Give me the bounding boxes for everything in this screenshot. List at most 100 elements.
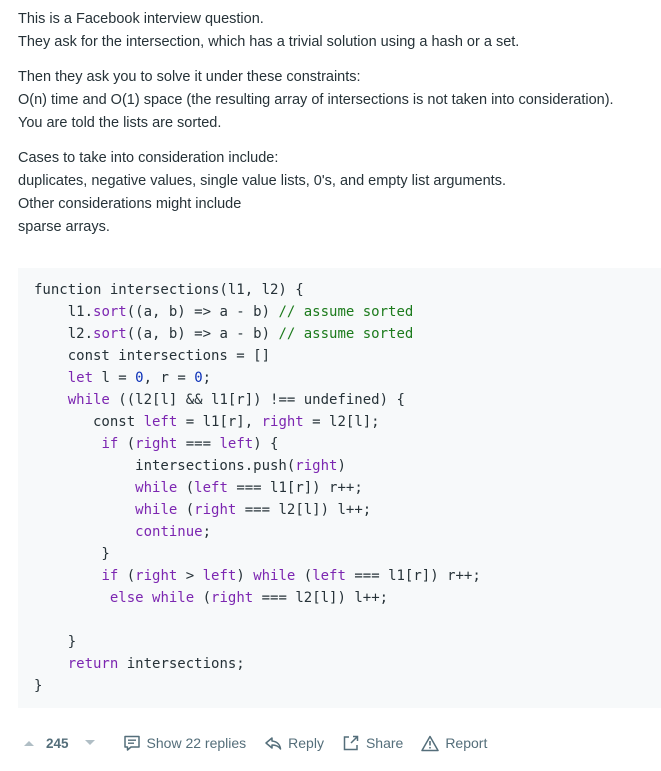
post-body: This is a Facebook interview question. Th… [18, 8, 658, 251]
code-keyword: left [143, 414, 178, 430]
code-token: === [177, 436, 220, 452]
code-keyword: right [135, 436, 178, 452]
report-button[interactable]: Report [421, 735, 487, 752]
post-paragraph: Then they ask you to solve it under thes… [18, 66, 658, 135]
code-keyword: while [135, 502, 178, 518]
code-token: ((a, b) => a - b) [126, 326, 279, 342]
code-number: 0 [135, 370, 144, 386]
code-token: > [177, 568, 203, 584]
share-label: Share [365, 735, 404, 751]
share-button[interactable]: Share [342, 734, 403, 752]
code-token: ( [177, 502, 195, 518]
code-keyword: while [152, 590, 195, 606]
code-line: } [34, 631, 481, 653]
code-keyword: right [194, 502, 237, 518]
code-token: ( [118, 436, 136, 452]
share-icon [343, 735, 359, 751]
code-token [34, 524, 135, 540]
code-token: = l2[l]; [303, 414, 380, 430]
upvote-button[interactable] [18, 732, 40, 754]
code-keyword: while [67, 392, 110, 408]
code-line: const left = l1[r], right = l2[l]; [34, 411, 481, 433]
post-text-line: Other considerations might include [18, 196, 242, 212]
code-line: if (right === left) { [34, 433, 481, 455]
code-keyword: left [194, 480, 228, 496]
report-label: Report [445, 735, 488, 751]
post-text-line: O(n) time and O(1) space (the resulting … [18, 92, 614, 108]
reply-button[interactable]: Reply [264, 735, 324, 751]
code-line: while ((l2[l] && l1[r]) !== undefined) { [34, 389, 481, 411]
code-keyword: left [312, 568, 346, 584]
code-keyword: if [101, 436, 119, 452]
code-line: intersections.push(right) [34, 455, 481, 477]
warning-icon [421, 735, 440, 751]
code-block: function intersections(l1, l2) { l1.sort… [18, 268, 661, 708]
code-keyword: left [219, 436, 254, 452]
code-token: ; [202, 370, 212, 386]
code-token: } [34, 678, 43, 694]
code-line [34, 609, 481, 631]
code-keyword: if [101, 568, 119, 584]
code-token [34, 480, 135, 496]
show-replies-label: Show 22 replies [146, 735, 247, 751]
code-token: ) [236, 568, 254, 584]
code-keyword: right [295, 458, 338, 474]
code-lines: function intersections(l1, l2) { l1.sort… [34, 279, 481, 697]
post-paragraph: This is a Facebook interview question. Th… [18, 8, 658, 54]
code-keyword: else [109, 590, 144, 606]
code-keyword: left [202, 568, 237, 584]
code-line: } [34, 543, 481, 565]
code-keyword: right [261, 414, 304, 430]
reply-arrow-icon [265, 737, 282, 750]
code-token: const [34, 414, 144, 430]
code-token: l1. [34, 304, 94, 320]
code-line: if (right > left) while (left === l1[r])… [34, 565, 481, 587]
code-token: } [34, 546, 110, 562]
code-line: else while (right === l2[l]) l++; [34, 587, 481, 609]
comment-footer: 245 Show 22 replies Reply Share Report [18, 728, 658, 758]
post-text-line: They ask for the intersection, which has… [18, 34, 520, 50]
caret-down-icon [84, 740, 95, 745]
code-token [34, 370, 68, 386]
code-token: === l1[r]) r++; [345, 568, 481, 584]
code-token: ((l2[l] && l1[r]) !== undefined) { [109, 392, 405, 408]
code-token [34, 590, 110, 606]
code-token [34, 392, 68, 408]
code-comment: // assume sorted [278, 326, 414, 342]
downvote-button[interactable] [79, 732, 101, 754]
code-token [144, 590, 152, 606]
post-text-line: Then they ask you to solve it under thes… [18, 69, 361, 85]
code-keyword: let [67, 370, 94, 386]
code-token: , r = [143, 370, 195, 386]
code-token: ( [194, 590, 212, 606]
code-line: while (left === l1[r]) r++; [34, 477, 481, 499]
code-keyword: continue [135, 524, 203, 540]
code-token: intersections.push( [34, 458, 296, 474]
code-line: return intersections; [34, 653, 481, 675]
code-line: continue; [34, 521, 481, 543]
code-comment: // assume sorted [278, 304, 414, 320]
code-token [34, 436, 101, 452]
code-token: l = [93, 370, 136, 386]
code-token: === l2[l]) l++; [236, 502, 372, 518]
show-replies-button[interactable]: Show 22 replies [123, 734, 247, 752]
code-token: ) [337, 458, 346, 474]
code-token: ( [295, 568, 313, 584]
code-token [34, 568, 101, 584]
code-keyword: sort [93, 326, 127, 342]
post-text-line: This is a Facebook interview question. [18, 11, 264, 27]
code-token: } [34, 634, 77, 650]
code-token: ( [118, 568, 136, 584]
code-token: l2. [34, 326, 94, 342]
code-line: l1.sort((a, b) => a - b) // assume sorte… [34, 301, 481, 323]
code-token: function intersections(l1, l2) { [34, 282, 304, 298]
code-number: 0 [194, 370, 203, 386]
post-text-line: Cases to take into consideration include… [18, 150, 279, 166]
post-text-line: sparse arrays. [18, 219, 110, 235]
code-token: === l2[l]) l++; [253, 590, 389, 606]
code-line: while (right === l2[l]) l++; [34, 499, 481, 521]
code-token: = l1[r], [177, 414, 262, 430]
code-token: ( [177, 480, 195, 496]
code-line: let l = 0, r = 0; [34, 367, 481, 389]
code-line: } [34, 675, 481, 697]
